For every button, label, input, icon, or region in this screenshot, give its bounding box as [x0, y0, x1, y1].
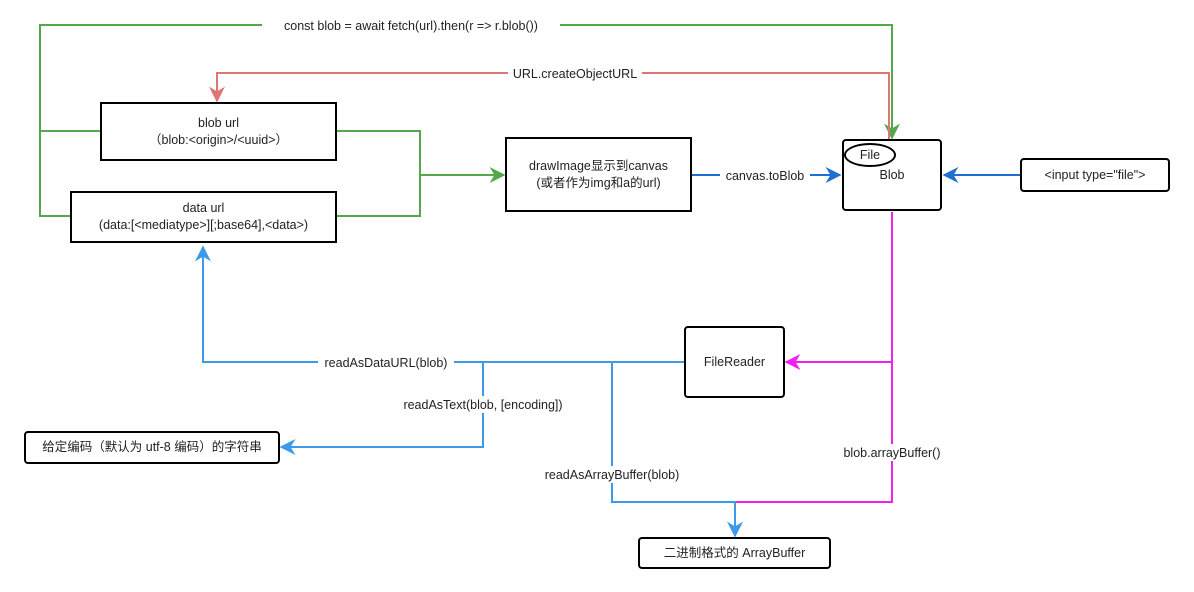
- edge-fetch: [39, 24, 900, 217]
- label-read-as-text: readAsText(blob, [encoding]): [403, 398, 562, 412]
- file-label: File: [859, 148, 881, 162]
- blob-url-title: blob url: [198, 115, 239, 130]
- input-file-label: <input type="file">: [1044, 167, 1146, 182]
- file-reader-label: FileReader: [703, 354, 766, 369]
- label-canvas-to-blob: canvas.toBlob: [726, 169, 805, 183]
- node-array-buffer: 二进制格式的 ArrayBuffer: [638, 537, 831, 569]
- data-url-title: data url: [182, 201, 225, 215]
- node-draw-image: drawImage显示到canvas (或者作为img和a的url): [505, 137, 692, 212]
- edge-filereader-outputs: [195, 245, 743, 538]
- draw-image-line2: (或者作为img和a的url): [536, 175, 661, 190]
- node-file-reader: FileReader: [684, 326, 785, 398]
- edge-labels: const blob = await fetch(url).then(r => …: [262, 17, 948, 483]
- node-string-result: 给定编码（默认为 utf-8 编码）的字符串: [24, 431, 280, 464]
- blob-url-format: （blob:<origin>/<uuid>）: [149, 132, 288, 147]
- data-url-format: (data:[<mediatype>][;base64],<data>): [98, 218, 309, 232]
- node-data-url: data url (data:[<mediatype>][;base64],<d…: [70, 191, 337, 243]
- string-result-label: 给定编码（默认为 utf-8 编码）的字符串: [42, 440, 262, 454]
- label-create-object-url: URL.createObjectURL: [513, 67, 637, 81]
- label-fetch: const blob = await fetch(url).then(r => …: [284, 19, 538, 33]
- array-buffer-label: 二进制格式的 ArrayBuffer: [663, 545, 806, 560]
- node-blob-url: blob url （blob:<origin>/<uuid>）: [100, 102, 337, 161]
- file-badge: File: [844, 143, 896, 167]
- label-read-as-array-buffer: readAsArrayBuffer(blob): [545, 468, 680, 482]
- edge-blob-outputs: [735, 212, 893, 503]
- draw-image-line1: drawImage显示到canvas: [529, 158, 668, 173]
- label-read-as-data-url: readAsDataURL(blob): [325, 356, 448, 370]
- edge-url-to-drawimage: [337, 130, 506, 217]
- node-input-file: <input type="file">: [1020, 158, 1170, 192]
- label-blob-array-buffer: blob.arrayBuffer(): [843, 446, 940, 460]
- blob-label: Blob: [879, 167, 905, 182]
